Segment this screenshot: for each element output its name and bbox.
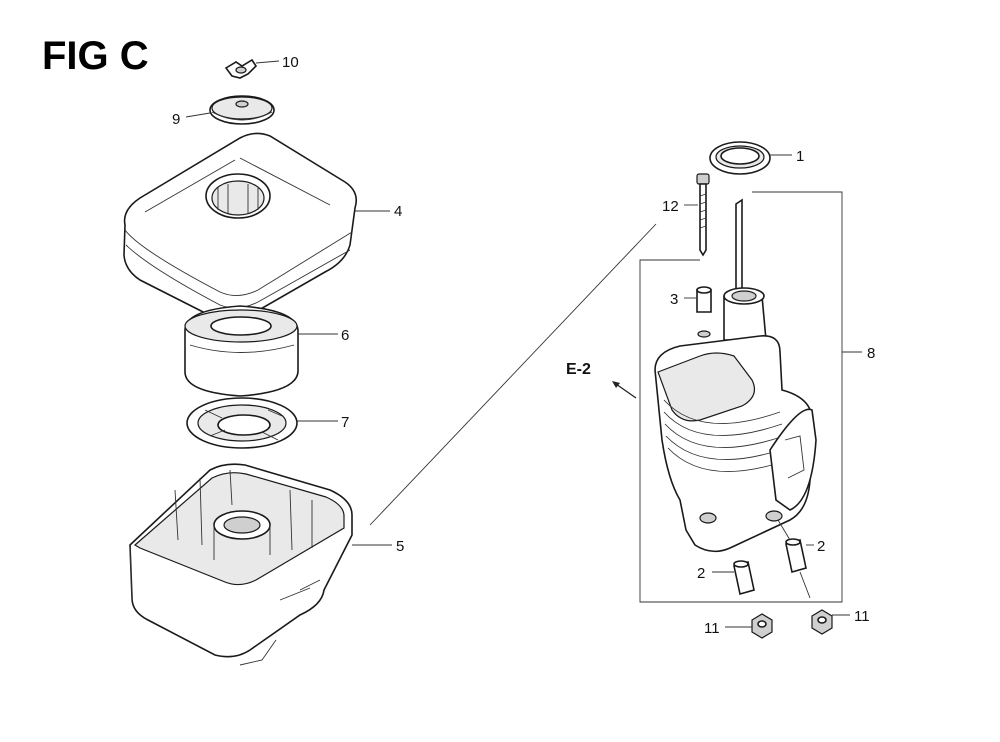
callout-1: 1: [796, 148, 804, 165]
callout-7: 7: [341, 414, 349, 431]
callout-3: 3: [670, 291, 678, 308]
bracket-8: [639, 191, 843, 603]
section-ref-e2: E-2: [566, 361, 591, 378]
part-11-nut-left: [725, 613, 773, 639]
callout-2-right: 2: [817, 538, 825, 555]
callout-10: 10: [282, 54, 299, 71]
part-9-seal: [185, 95, 275, 125]
part-7-plate: [186, 397, 338, 449]
callout-6: 6: [341, 327, 349, 344]
callout-5: 5: [396, 538, 404, 555]
callout-9: 9: [172, 111, 180, 128]
part-12-bolt: [684, 173, 710, 257]
part-3-sleeve: [684, 286, 712, 313]
part-5-case: [129, 463, 392, 666]
callout-4: 4: [394, 203, 402, 220]
part-2-sleeve-left: [712, 560, 755, 596]
leader-5-to-8: [369, 223, 657, 526]
part-1-o-ring: [709, 141, 792, 175]
callout-11-right: 11: [854, 608, 870, 625]
callout-2-left: 2: [697, 565, 705, 582]
part-10-wing-nut: [224, 58, 280, 79]
callout-11-left: 11: [704, 620, 720, 637]
part-6-filter-element: [184, 305, 338, 397]
callout-8: 8: [867, 345, 875, 362]
part-2-sleeve-right: [777, 519, 814, 599]
part-4-cover: [123, 132, 390, 323]
figure-title: FIG C: [42, 34, 149, 78]
e2-arrow: [612, 381, 637, 399]
callout-12: 12: [662, 198, 679, 215]
part-8-housing: [654, 198, 817, 553]
part-11-nut-right: [811, 609, 850, 635]
